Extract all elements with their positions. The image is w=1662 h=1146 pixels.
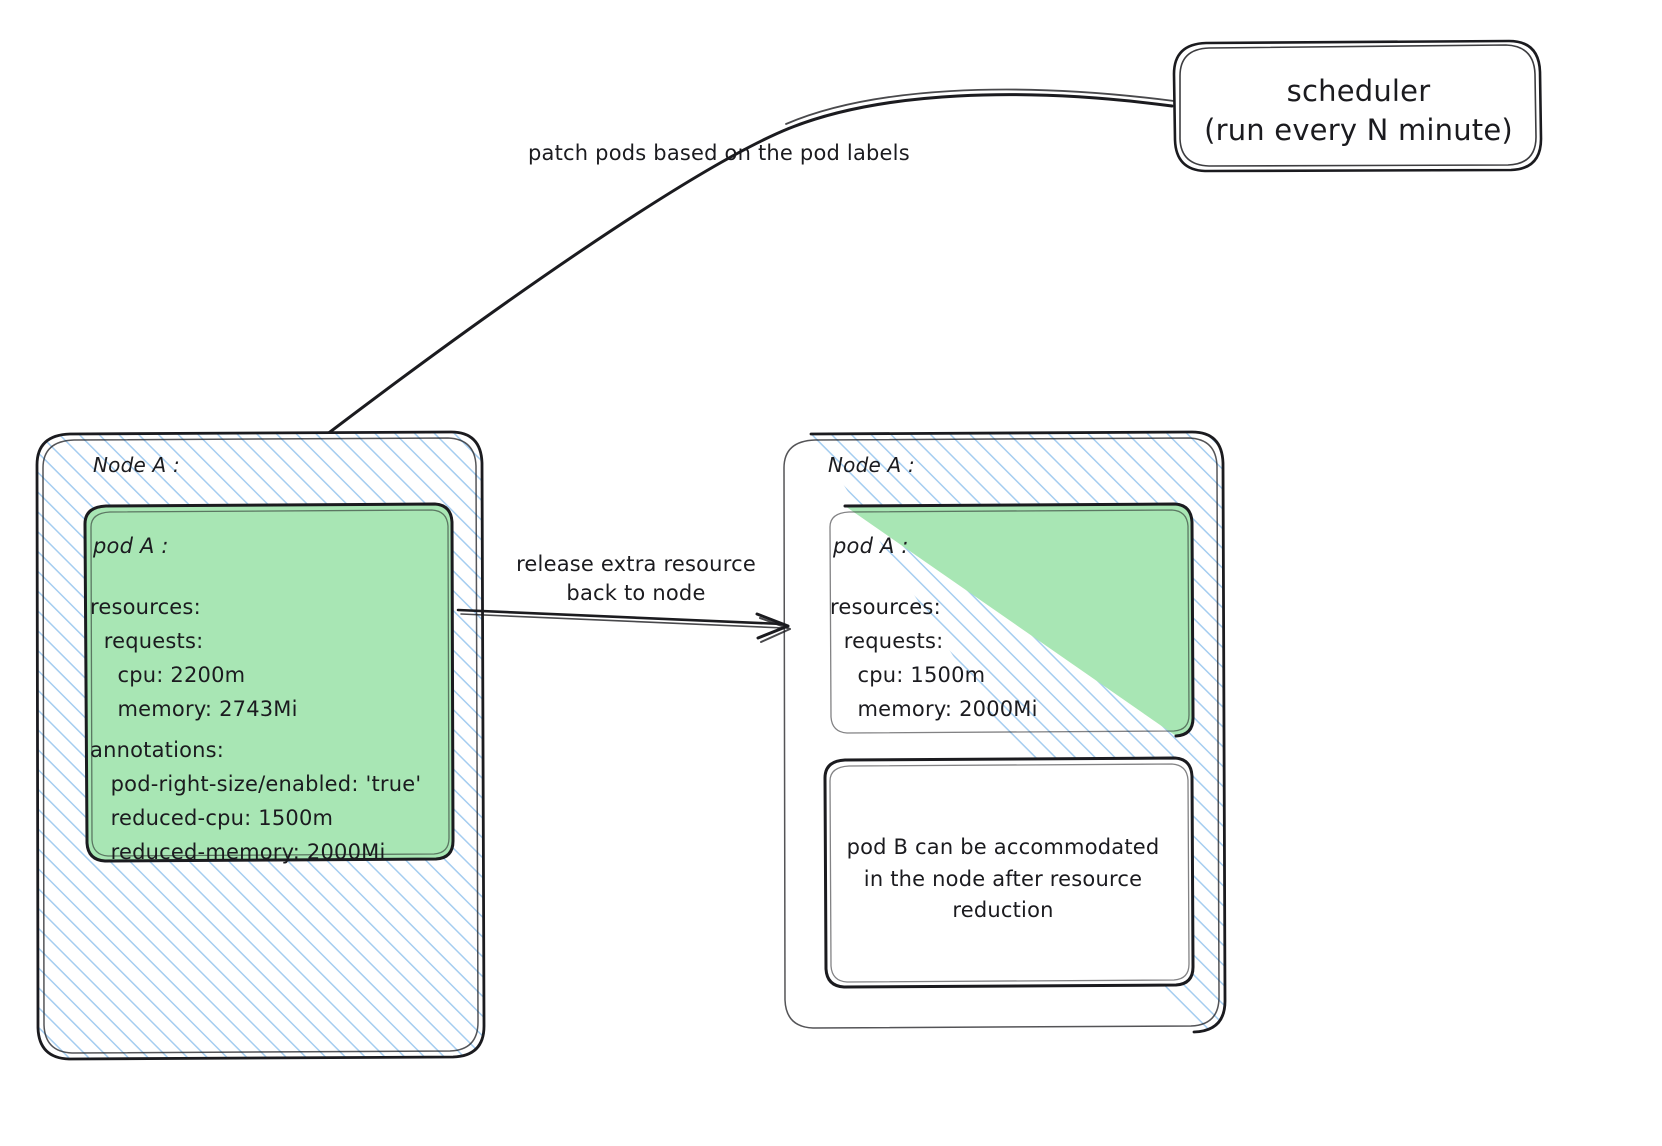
pod-a-before[interactable]: [83, 502, 455, 863]
release-arrow: [456, 608, 791, 643]
patch-arrow: [258, 88, 1175, 488]
pod-b-slot[interactable]: [823, 756, 1195, 989]
pod-a-after[interactable]: [829, 502, 1195, 738]
scheduler-box[interactable]: [1172, 39, 1543, 173]
